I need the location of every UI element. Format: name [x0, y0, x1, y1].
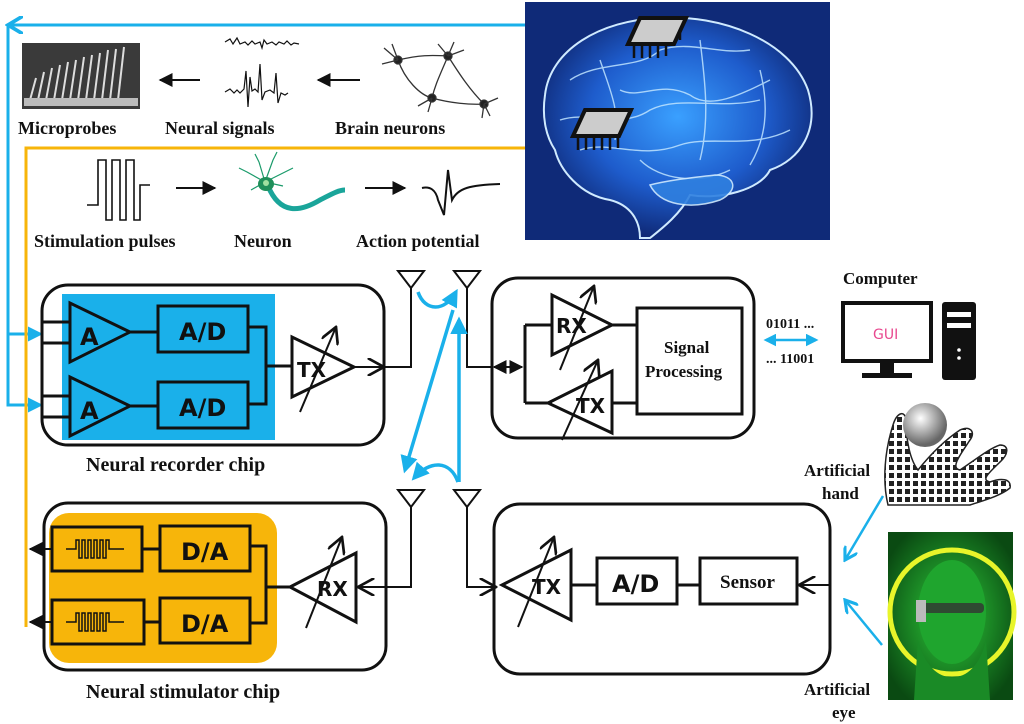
stimulator-chip-caption: Neural stimulator chip [86, 681, 280, 703]
recorder-transmitter [290, 334, 358, 400]
neuron-label: Neuron [234, 231, 292, 251]
artificial-hand-label-line2: hand [822, 484, 859, 503]
dac-2 [158, 596, 252, 645]
monitor-icon [841, 301, 933, 378]
dac-2-label: D/A [181, 610, 229, 638]
sensor-label: Sensor [720, 572, 775, 593]
stimulation-path [24, 148, 550, 627]
base-receiver [550, 292, 616, 358]
artificial-eye-label-line1: Artificial [804, 680, 870, 699]
eye-to-sensor-arrow [845, 600, 883, 646]
sensor-chip: TX A/D Sensor [492, 502, 832, 676]
pc-tower-icon [942, 302, 976, 380]
neural-recorder-chip: A A A/D A/D TX [40, 283, 386, 447]
artificial-hand-label-line1: Artificial [804, 461, 870, 480]
signal-processing-block [635, 306, 744, 416]
artificial-eye-label-line2: eye [832, 703, 856, 722]
bits-top-label: 01011 ... [766, 317, 814, 332]
action-potential-label: Action potential [356, 231, 480, 251]
brain-neurons-label: Brain neurons [335, 118, 445, 138]
computer-label: Computer [843, 269, 918, 288]
base-rx-label: RX [556, 314, 587, 338]
neuron-image [238, 151, 346, 212]
sensor-antenna [451, 489, 496, 587]
recording-path [8, 25, 626, 413]
stimulation-pulses-waveform [87, 159, 150, 221]
sensor-block [698, 556, 799, 606]
sensor-tx-label: TX [532, 575, 562, 599]
amplifier-1-label: A [80, 323, 99, 351]
recorder-antenna [384, 270, 427, 368]
adc-1-label: A/D [179, 318, 226, 346]
hand-to-sensor-arrow [845, 495, 885, 560]
amplifier-2-label: A [80, 397, 99, 425]
sensor-adc-label: A/D [612, 570, 659, 598]
wireless-links [400, 288, 468, 483]
dac-1 [158, 524, 252, 573]
implant-chip-lower-icon [569, 108, 635, 150]
sensor-adc [595, 556, 679, 606]
recorder-tx-label: TX [297, 358, 327, 382]
amplifier-1 [68, 300, 134, 365]
artificial-eye-image [887, 532, 1017, 700]
base-station-chip: RX TX Signal Processing [490, 276, 756, 441]
stimulator-receiver [286, 550, 358, 625]
stimulator-rx-label: RX [317, 577, 348, 601]
recorder-analog-frontend [62, 294, 275, 440]
implant-chip-upper-icon [624, 16, 690, 58]
neural-signals-label: Neural signals [165, 118, 275, 138]
neural-stimulator-chip: D/A D/A RX [28, 501, 388, 672]
stimulator-output-stage [49, 513, 277, 663]
base-tx-label: TX [576, 394, 606, 418]
bits-bottom-label: ... 11001 [766, 352, 814, 367]
stimulator-antenna [384, 489, 427, 588]
stimulation-pulses-label: Stimulation pulses [34, 231, 176, 251]
adc-2-label: A/D [179, 394, 226, 422]
recorder-chip-caption: Neural recorder chip [86, 454, 265, 476]
signal-processing-label-line2: Processing [645, 362, 723, 381]
action-potential-waveform [421, 169, 501, 216]
artificial-hand-image [884, 403, 1011, 506]
base-station-antenna [451, 270, 492, 368]
gui-label: GUI [873, 327, 898, 343]
signal-processing-label-line1: Signal [664, 338, 710, 357]
neural-signals-waveform [224, 36, 300, 108]
adc-1 [156, 304, 250, 354]
brain-image [525, 2, 830, 240]
microprobes-image [22, 43, 140, 109]
dac-1-label: D/A [181, 538, 229, 566]
amplifier-2 [68, 374, 134, 439]
microprobes-label: Microprobes [18, 118, 116, 138]
brain-neurons-image [381, 41, 499, 119]
